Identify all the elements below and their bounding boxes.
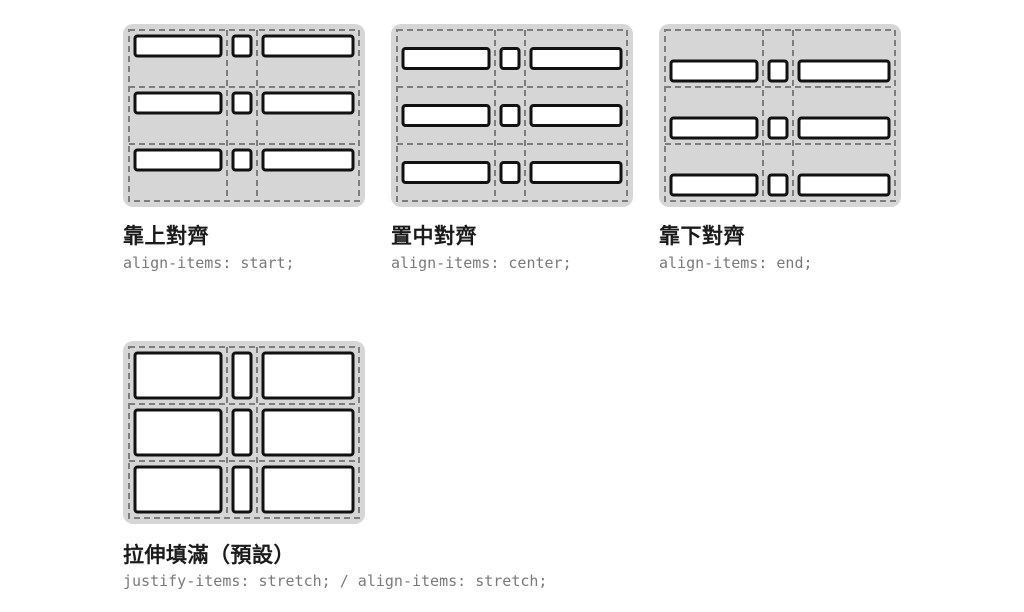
grid-item (261, 34, 355, 58)
grid-container-end (659, 24, 901, 207)
grid-item (529, 104, 623, 127)
css-code-label: align-items: end; (659, 254, 813, 272)
grid-outer-border (664, 29, 896, 202)
diagram-title: 置中對齊 (391, 224, 477, 248)
grid-item (767, 173, 789, 197)
grid-item (133, 148, 223, 172)
grid-item (261, 91, 355, 115)
grid-item (499, 47, 521, 70)
grid-illustration-center (396, 29, 628, 202)
grid-item (133, 351, 223, 400)
grid-item (529, 47, 623, 70)
grid-item (231, 465, 253, 514)
diagram-stretch: 拉伸填滿（預設） justify-items: stretch; / align… (123, 341, 547, 590)
grid-item (669, 116, 759, 140)
css-code-label: align-items: start; (123, 254, 295, 272)
grid-outer-border (128, 29, 360, 202)
grid-item (797, 116, 891, 140)
grid-item (231, 408, 253, 457)
grid-container-start (123, 24, 365, 207)
grid-item (261, 351, 355, 400)
grid-item (669, 59, 759, 83)
css-code-label: align-items: center; (391, 254, 572, 272)
diagram-align-center: 置中對齊 align-items: center; (391, 24, 633, 272)
grid-outer-border (396, 29, 628, 202)
grid-item (401, 47, 491, 70)
grid-item (261, 148, 355, 172)
grid-item (767, 59, 789, 83)
diagram-align-end: 靠下對齊 align-items: end; (659, 24, 901, 272)
grid-item (767, 116, 789, 140)
grid-item (133, 408, 223, 457)
grid-item (231, 148, 253, 172)
grid-illustration-start (128, 29, 360, 202)
grid-item (669, 173, 759, 197)
grid-item (401, 104, 491, 127)
grid-item (261, 465, 355, 514)
grid-item (499, 104, 521, 127)
grid-item (401, 161, 491, 184)
diagram-align-start: 靠上對齊 align-items: start; (123, 24, 365, 272)
grid-illustration-stretch (128, 346, 360, 519)
grid-item (133, 465, 223, 514)
grid-item (231, 351, 253, 400)
diagram-title: 靠上對齊 (123, 224, 209, 248)
grid-container-center (391, 24, 633, 207)
diagram-title: 拉伸填滿（預設） (123, 543, 295, 567)
grid-item (797, 59, 891, 83)
grid-item (499, 161, 521, 184)
grid-item (231, 91, 253, 115)
grid-container-stretch (123, 341, 365, 524)
grid-item (261, 408, 355, 457)
grid-item (133, 34, 223, 58)
grid-illustration-end (664, 29, 896, 202)
grid-item (231, 34, 253, 58)
grid-item (797, 173, 891, 197)
grid-item (133, 91, 223, 115)
css-code-label: justify-items: stretch; / align-items: s… (123, 572, 548, 590)
grid-item (529, 161, 623, 184)
grid-outer-border (128, 346, 360, 519)
diagram-title: 靠下對齊 (659, 224, 745, 248)
